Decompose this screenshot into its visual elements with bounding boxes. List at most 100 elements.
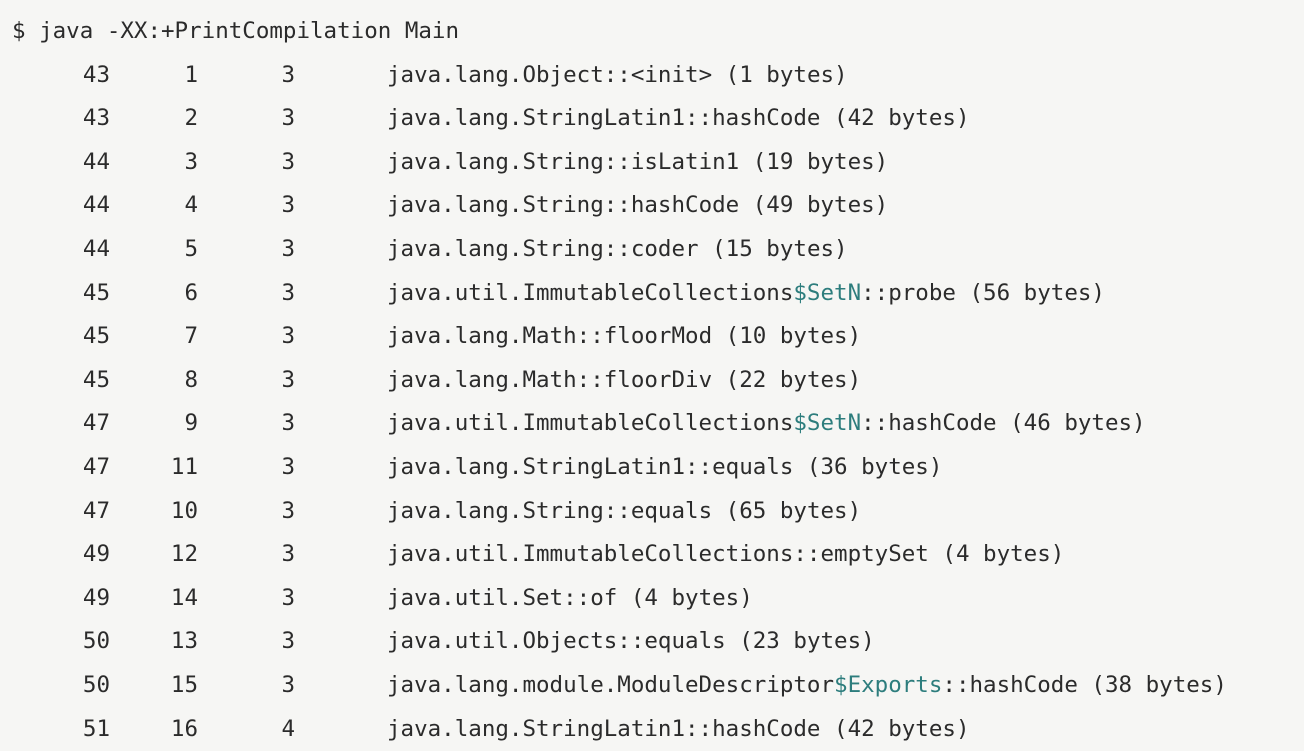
log-timestamp: 49	[12, 577, 110, 621]
log-timestamp: 50	[12, 664, 110, 708]
log-method-signature: java.lang.String::isLatin1 (19 bytes)	[295, 141, 888, 185]
log-method-class: java.util.ImmutableCollections	[387, 280, 793, 306]
log-method-signature: java.lang.String::hashCode (49 bytes)	[295, 184, 888, 228]
log-method-name: ::probe (56 bytes)	[861, 280, 1105, 306]
log-compile-id: 13	[110, 620, 198, 664]
log-timestamp: 43	[12, 54, 110, 98]
log-method-inner-class: $SetN	[793, 280, 861, 306]
log-tier: 3	[198, 54, 295, 98]
log-compile-id: 2	[110, 97, 198, 141]
log-method-name: ::equals (65 bytes)	[604, 498, 861, 524]
log-method-name: ::coder (15 bytes)	[604, 236, 848, 262]
log-compile-id: 16	[110, 708, 198, 751]
log-tier: 3	[198, 315, 295, 359]
log-method-class: java.lang.String	[387, 192, 604, 218]
log-compile-id: 14	[110, 577, 198, 621]
log-compile-id: 9	[110, 402, 198, 446]
log-method-name: ::equals (36 bytes)	[685, 454, 942, 480]
log-method-class: java.lang.String	[387, 149, 604, 175]
log-method-name: ::<init> (1 bytes)	[604, 62, 848, 88]
log-method-name: ::hashCode (42 bytes)	[685, 716, 969, 742]
log-compile-id: 5	[110, 228, 198, 272]
log-method-signature: java.util.ImmutableCollections$SetN::has…	[295, 402, 1146, 446]
log-method-signature: java.lang.Object::<init> (1 bytes)	[295, 54, 848, 98]
log-method-name: ::floorDiv (22 bytes)	[577, 367, 861, 393]
log-method-inner-class: $Exports	[834, 672, 942, 698]
log-method-signature: java.lang.module.ModuleDescriptor$Export…	[295, 664, 1227, 708]
log-method-class: java.lang.Math	[387, 323, 577, 349]
log-timestamp: 47	[12, 446, 110, 490]
log-method-class: java.util.Set	[387, 585, 563, 611]
log-timestamp: 43	[12, 97, 110, 141]
log-timestamp: 51	[12, 708, 110, 751]
log-tier: 3	[198, 620, 295, 664]
log-tier: 3	[198, 97, 295, 141]
log-method-class: java.lang.module.ModuleDescriptor	[387, 672, 834, 698]
log-method-class: java.util.ImmutableCollections	[387, 541, 793, 567]
log-compile-id: 8	[110, 359, 198, 403]
log-method-signature: java.util.Objects::equals (23 bytes)	[295, 620, 875, 664]
log-method-signature: java.util.Set::of (4 bytes)	[295, 577, 753, 621]
log-timestamp: 47	[12, 402, 110, 446]
log-method-name: ::emptySet (4 bytes)	[793, 541, 1064, 567]
log-tier: 3	[198, 359, 295, 403]
log-method-signature: java.lang.StringLatin1::hashCode (42 byt…	[295, 708, 970, 751]
log-tier: 3	[198, 228, 295, 272]
log-compile-id: 10	[110, 490, 198, 534]
log-method-signature: java.lang.StringLatin1::equals (36 bytes…	[295, 446, 942, 490]
log-compile-id: 3	[110, 141, 198, 185]
log-tier: 3	[198, 533, 295, 577]
log-tier: 3	[198, 184, 295, 228]
log-method-signature: java.lang.StringLatin1::hashCode (42 byt…	[295, 97, 970, 141]
log-compile-id: 15	[110, 664, 198, 708]
log-tier: 4	[198, 708, 295, 751]
log-method-class: java.util.ImmutableCollections	[387, 410, 793, 436]
log-method-name: ::equals (23 bytes)	[617, 628, 874, 654]
log-timestamp: 44	[12, 228, 110, 272]
log-compile-id: 11	[110, 446, 198, 490]
log-tier: 3	[198, 141, 295, 185]
log-timestamp: 45	[12, 272, 110, 316]
log-compile-id: 4	[110, 184, 198, 228]
log-tier: 3	[198, 446, 295, 490]
log-method-signature: java.util.ImmutableCollections$SetN::pro…	[295, 272, 1105, 316]
log-method-class: java.lang.StringLatin1	[387, 454, 685, 480]
log-method-class: java.lang.Object	[387, 62, 604, 88]
log-timestamp: 47	[12, 490, 110, 534]
log-compile-id: 6	[110, 272, 198, 316]
log-timestamp: 45	[12, 359, 110, 403]
command-prompt-line: $ java -XX:+PrintCompilation Main	[0, 10, 1304, 54]
log-method-name: ::of (4 bytes)	[563, 585, 753, 611]
log-method-class: java.lang.Math	[387, 367, 577, 393]
log-tier: 3	[198, 577, 295, 621]
log-method-class: java.util.Objects	[387, 628, 617, 654]
log-method-name: ::hashCode (42 bytes)	[685, 105, 969, 131]
log-method-signature: java.lang.Math::floorMod (10 bytes)	[295, 315, 861, 359]
log-method-name: ::hashCode (49 bytes)	[604, 192, 888, 218]
log-tier: 3	[198, 272, 295, 316]
log-method-class: java.lang.StringLatin1	[387, 716, 685, 742]
log-method-name: ::floorMod (10 bytes)	[577, 323, 861, 349]
log-method-inner-class: $SetN	[793, 410, 861, 436]
log-timestamp: 50	[12, 620, 110, 664]
log-method-signature: java.lang.String::equals (65 bytes)	[295, 490, 861, 534]
log-timestamp: 44	[12, 184, 110, 228]
log-tier: 3	[198, 402, 295, 446]
log-compile-id: 1	[110, 54, 198, 98]
log-method-signature: java.util.ImmutableCollections::emptySet…	[295, 533, 1064, 577]
log-method-name: ::hashCode (46 bytes)	[861, 410, 1145, 436]
